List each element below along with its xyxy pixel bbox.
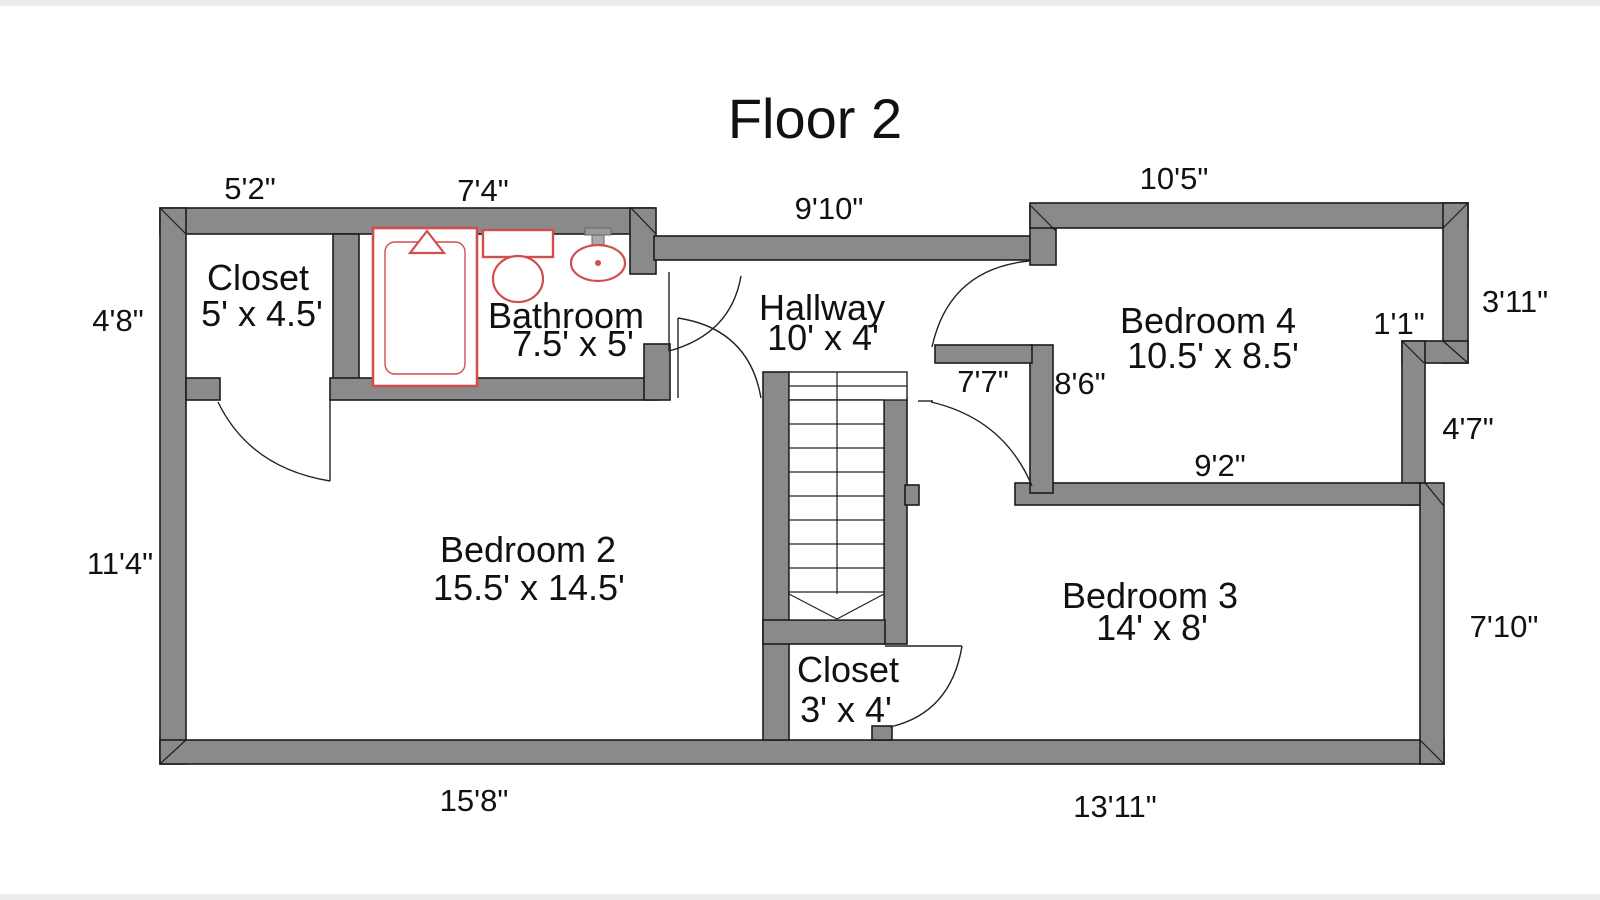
dim-bedroom4-right-upper: 3'11"	[1482, 284, 1548, 319]
stair-arrow-right	[836, 593, 885, 620]
bathroom-fixtures	[371, 226, 627, 388]
miter-top-right	[1442, 202, 1469, 229]
dim-bedroom4-left: 8'6"	[1054, 366, 1105, 401]
wall-closet-lower-top	[762, 619, 886, 645]
wall-stair-right	[883, 397, 908, 645]
toilet-icon	[481, 228, 555, 304]
room-label-bedroom2: Bedroom 2	[440, 529, 616, 570]
door-arc-closet-upper	[217, 401, 331, 482]
wall-left-exterior	[159, 207, 187, 765]
sink-faucet-icon	[584, 227, 612, 236]
room-label-bathroom: Bathroom	[488, 295, 644, 336]
dim-bedroom4-jog: 1'1"	[1373, 306, 1424, 341]
wall-bedroom4-top	[1029, 202, 1469, 229]
dim-bedroom4-bottom: 9'2"	[1194, 448, 1245, 483]
wall-bedroom3-west-stub	[904, 484, 920, 506]
wall-bedroom4-west	[1029, 344, 1054, 494]
wall-closet-bottom-stub	[185, 377, 221, 401]
wall-hallway-bedroom4-stub	[934, 344, 1033, 364]
staircase-icon	[788, 371, 908, 621]
dim-hallway-width: 9'10"	[795, 191, 864, 226]
stair-arrow-left	[788, 593, 838, 620]
top-edge-artifact	[0, 0, 1600, 6]
doors	[217, 260, 1033, 728]
dim-bathroom-width: 7'4"	[457, 173, 508, 208]
miter-bathroom-endcap	[630, 207, 657, 235]
miter-bedroom3-top-right	[1424, 482, 1444, 506]
room-label-bedroom3: Bedroom 3	[1062, 575, 1238, 616]
sink-icon	[569, 227, 627, 283]
wall-bathroom-right-lower	[643, 343, 671, 401]
wall-bathroom-endcap	[629, 207, 657, 275]
labels: Floor 2 Closet 5' x 4.5' Bathroom 7.5' x…	[87, 87, 1548, 824]
wall-closet-lower-door-stub	[871, 725, 893, 741]
room-label-bedroom4: Bedroom 4	[1120, 300, 1296, 341]
dim-bedroom3-width: 13'11"	[1073, 789, 1157, 824]
room-size-bathroom: 7.5' x 5'	[512, 323, 634, 364]
miter-bottom-left	[160, 739, 187, 764]
wall-right-mid	[1401, 340, 1426, 506]
room-label-closet-lower: Closet	[797, 649, 899, 690]
wall-bedroom3-right	[1419, 482, 1445, 765]
dim-bedroom2-height: 11'4"	[87, 546, 153, 581]
dim-bedroom4-right-lower: 4'7"	[1442, 411, 1493, 446]
room-size-closet-lower: 3' x 4'	[800, 689, 892, 730]
dim-bedroom3-right: 7'10"	[1470, 609, 1539, 644]
room-size-bedroom2: 15.5' x 14.5'	[433, 567, 625, 608]
wall-hallway-top	[653, 235, 1033, 261]
miter-hallway-endcap	[1030, 205, 1057, 232]
bathtub-icon	[371, 226, 479, 388]
room-size-hallway: 10' x 4'	[767, 317, 879, 358]
room-size-bedroom3: 14' x 8'	[1096, 607, 1208, 648]
miter-bottom-right	[1419, 739, 1444, 764]
miter-jog-left	[1401, 340, 1425, 364]
miter-top-left	[159, 207, 187, 235]
door-arc-bedroom2	[677, 317, 762, 399]
dim-hallway-door: 7'7"	[957, 364, 1008, 399]
wall-bedroom4-bottom	[1014, 482, 1426, 506]
room-size-bedroom4: 10.5' x 8.5'	[1127, 335, 1299, 376]
door-arc-bedroom3	[930, 401, 1033, 487]
room-label-closet-upper: Closet	[207, 257, 309, 298]
wall-bedroom4-right	[1442, 202, 1469, 364]
dim-closet-upper-height: 4'8"	[92, 303, 143, 338]
dim-bedroom4-width: 10'5"	[1140, 161, 1209, 196]
door-arc-closet-lower	[889, 645, 963, 728]
room-label-hallway: Hallway	[759, 287, 885, 328]
sink-drain-dot	[595, 260, 601, 266]
miter-jog-right	[1442, 340, 1469, 364]
dim-closet-upper-width: 5'2"	[224, 171, 275, 206]
wall-bottom-exterior	[159, 739, 1445, 765]
door-arc-bedroom4	[931, 260, 1030, 348]
walls	[159, 202, 1469, 765]
door-arc-bathroom	[668, 275, 742, 352]
dim-bedroom2-width: 15'8"	[440, 783, 509, 818]
page-title: Floor 2	[728, 87, 902, 150]
wall-closet-bathroom-divider	[332, 233, 360, 383]
wall-stair-left	[762, 371, 790, 741]
room-size-closet-upper: 5' x 4.5'	[201, 293, 323, 334]
bottom-edge-artifact	[0, 894, 1600, 900]
